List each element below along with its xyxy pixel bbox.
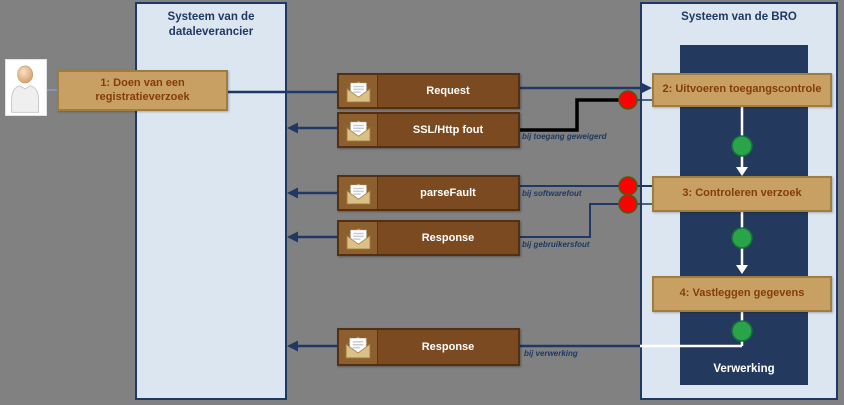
step-controleren-verzoek: 3: Controleren verzoek	[652, 176, 832, 212]
envelope-icon	[339, 177, 378, 209]
envelope-icon	[339, 114, 378, 146]
message-label: SSL/Http fout	[412, 124, 484, 136]
condition-toegang-geweigerd: bij toegang geweigerd	[522, 132, 607, 141]
person-icon	[5, 59, 47, 116]
message-response-verwerking: Response	[337, 328, 520, 366]
error-exit-dot	[618, 194, 638, 214]
step-vastleggen-gegevens: 4: Vastleggen gegevens	[652, 276, 832, 312]
response1-arrowhead-icon	[287, 231, 298, 243]
condition-gebruikersfout: bij gebruikersfout	[522, 240, 590, 249]
message-request: Request	[337, 73, 520, 109]
ssl-fout-arrowhead-icon	[287, 122, 298, 134]
envelope-icon	[339, 75, 378, 107]
condition-softwarefout: bij softwarefout	[522, 189, 582, 198]
response1-wire	[520, 203, 625, 238]
parsefault-arrowhead-icon	[287, 187, 298, 199]
message-label: Request	[426, 85, 470, 97]
lane-dataleverancier: Systeem van de dataleverancier	[135, 2, 287, 400]
person-icon-glyph	[11, 65, 40, 113]
envelope-icon	[339, 330, 378, 364]
message-label: Response	[421, 232, 475, 244]
message-parsefault: parseFault	[337, 175, 520, 211]
verwerking-label: Verwerking	[713, 363, 775, 375]
lane-bro-title: Systeem van de BRO	[681, 11, 797, 23]
step-uitvoeren-toegangscontrole: 2: Uitvoeren toegangscontrole	[652, 73, 832, 107]
message-label: parseFault	[420, 187, 476, 199]
error-exit-dot	[618, 90, 638, 110]
message-label: Response	[421, 341, 475, 353]
step-doen-registratieverzoek: 1: Doen van een registratieverzoek	[57, 70, 228, 111]
ssl-fout-wire	[520, 98, 625, 132]
response2-arrowhead-icon	[287, 340, 298, 352]
lane-dataleverancier-title: Systeem van de dataleverancier	[167, 11, 255, 38]
error-exit-dot	[618, 176, 638, 196]
message-ssl-http-fout: SSL/Http fout	[337, 112, 520, 148]
message-response-controle: Response	[337, 220, 520, 256]
condition-verwerking: bij verwerking	[524, 349, 578, 358]
envelope-icon	[339, 222, 378, 254]
